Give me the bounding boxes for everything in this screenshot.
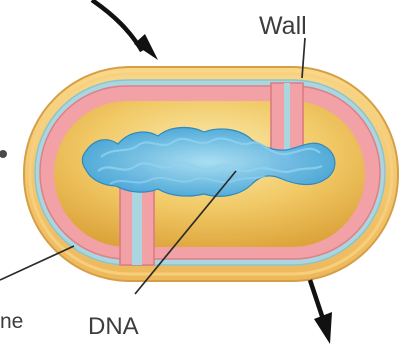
top-arrow-icon <box>92 0 158 60</box>
bottom-arrow-icon <box>310 280 332 344</box>
membrane-leader-line <box>0 246 74 280</box>
left-edge-mark <box>0 150 7 158</box>
wall-label: Wall <box>259 12 307 40</box>
partial-membrane-label: ne <box>0 310 23 333</box>
dna-label: DNA <box>88 313 139 340</box>
